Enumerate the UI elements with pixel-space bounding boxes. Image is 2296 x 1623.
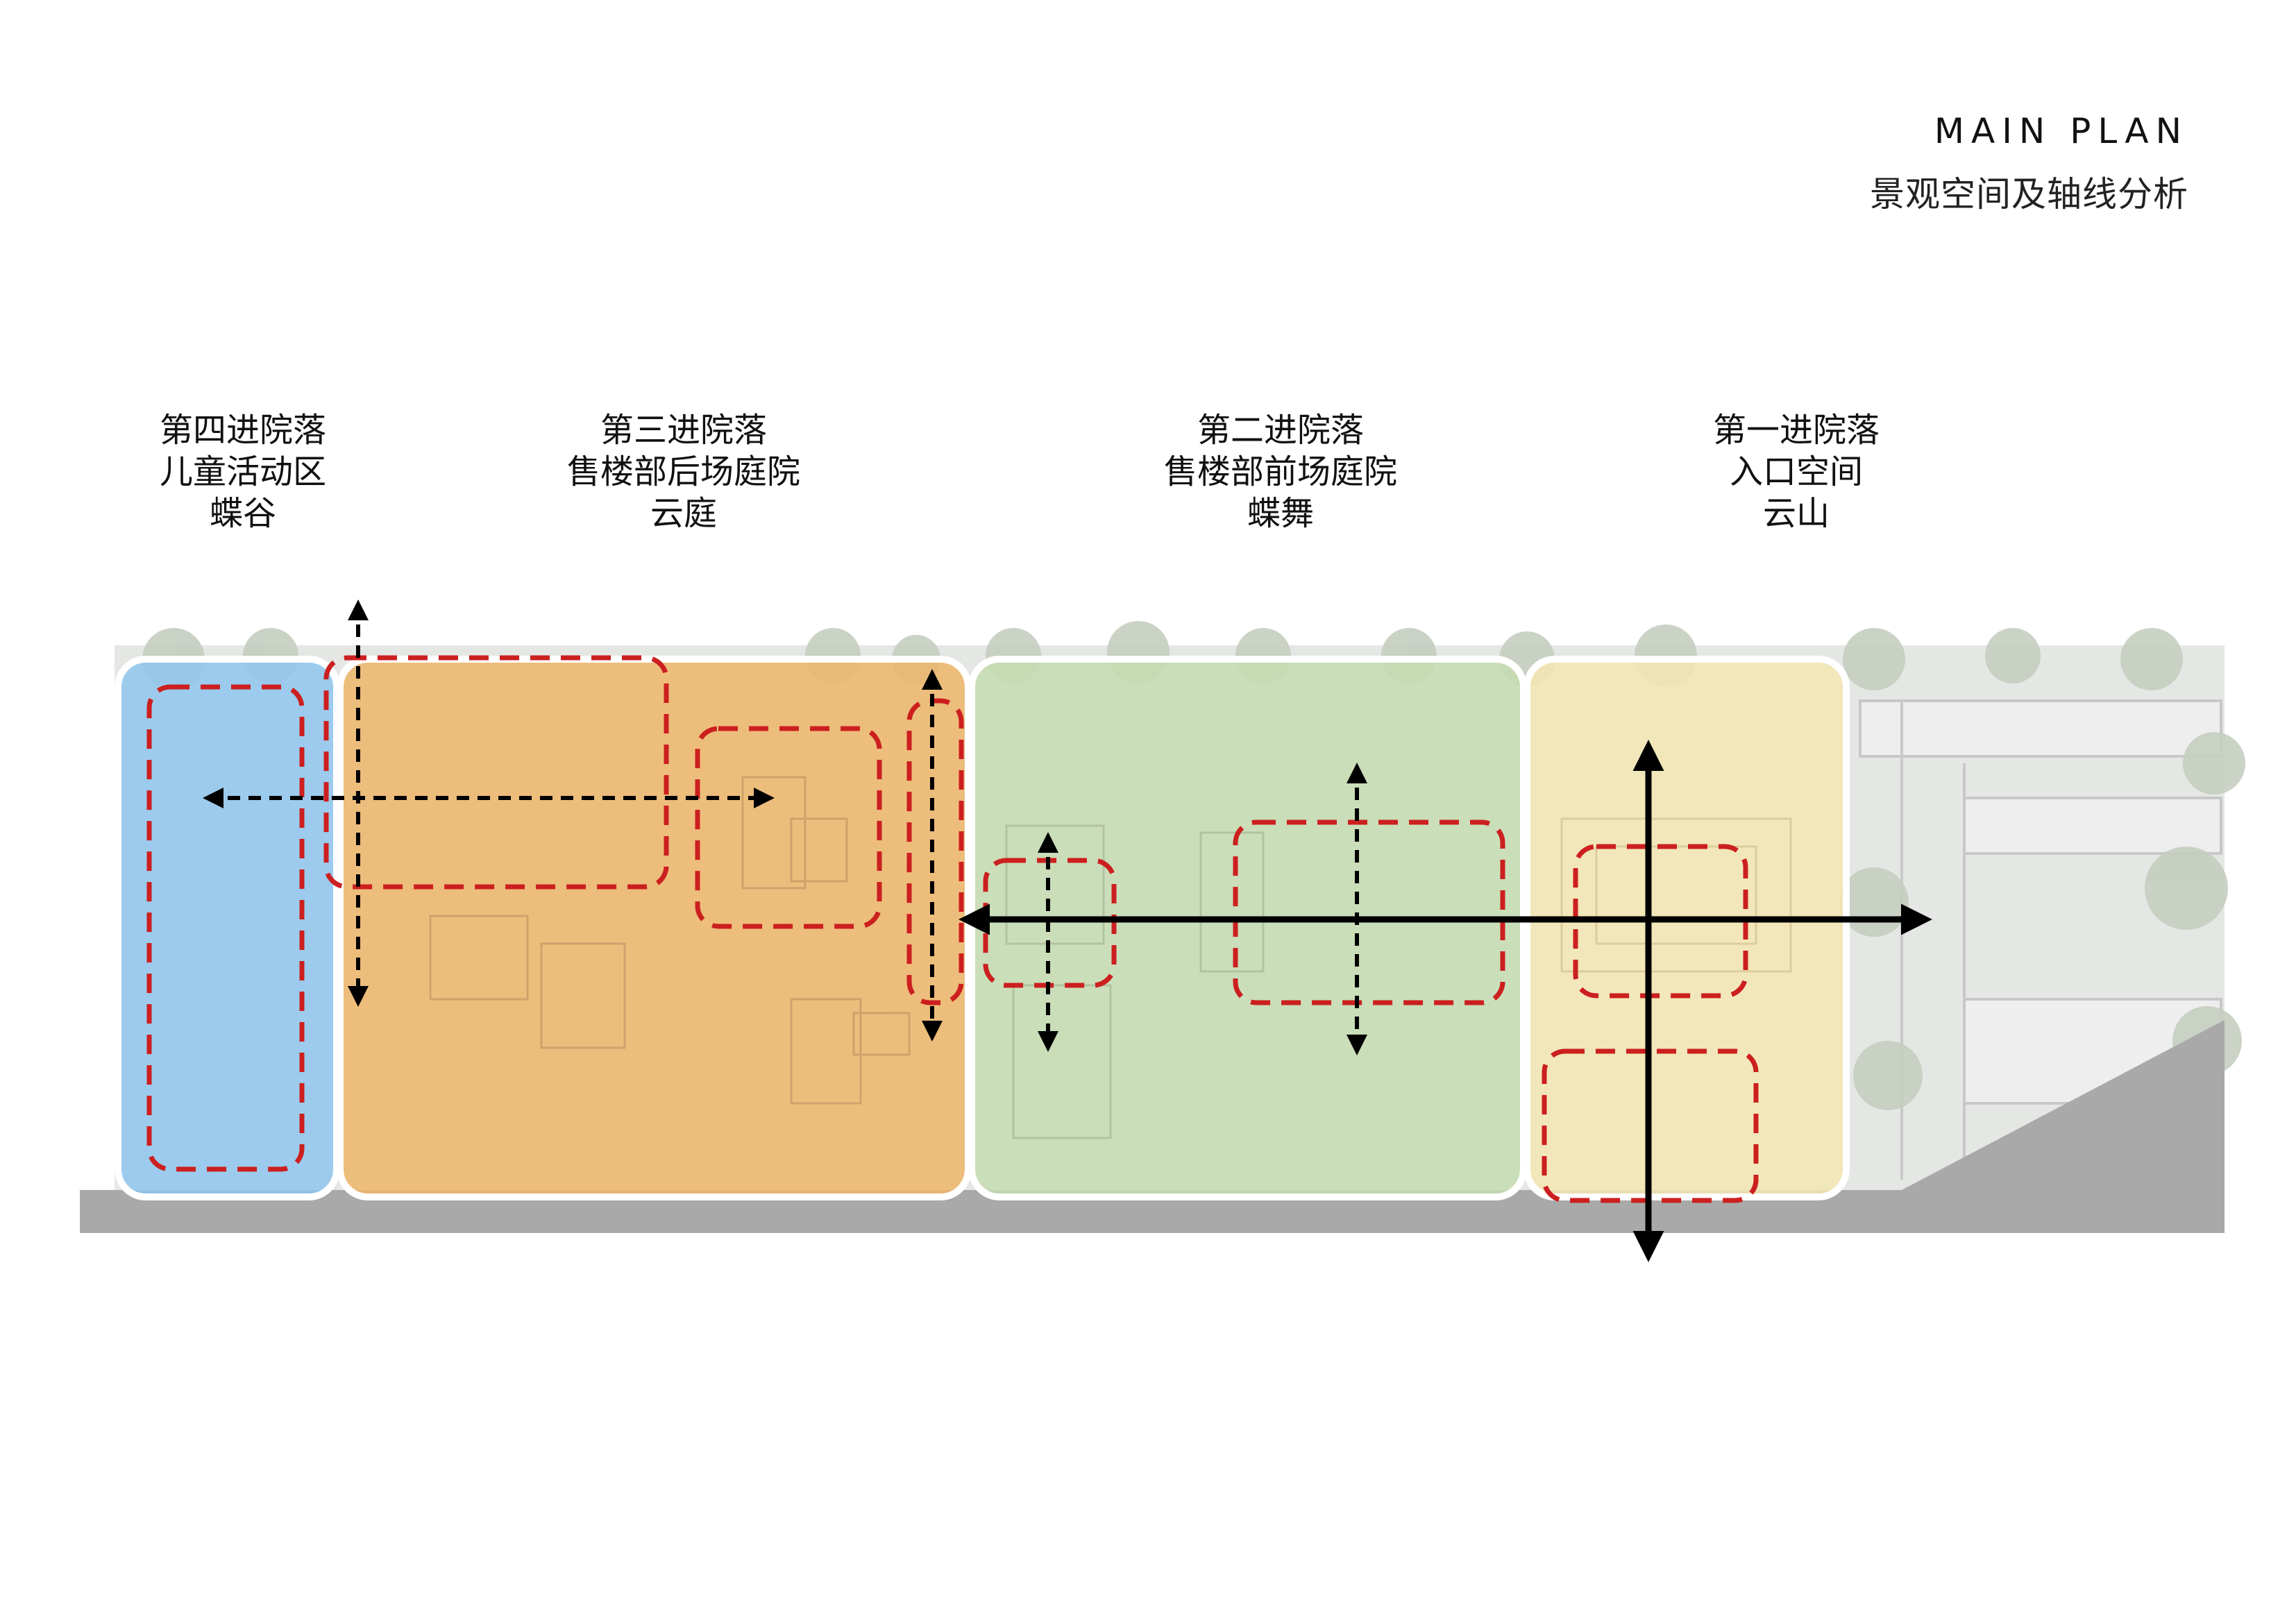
zone-2-name: 第二进院落 [1197,411,1365,450]
space-box-zone4 [146,684,305,1172]
zone-2-panel [968,656,1527,1200]
zone-2-theme: 蝶舞 [1247,494,1315,533]
zone-label-2: 第二进院落 售楼部前场庭院 蝶舞 [1164,409,1397,534]
zone-1-theme: 云山 [1762,494,1830,533]
secondary-axes [203,600,1367,1055]
road-bend [1902,1020,2225,1233]
title-main-plan: MAIN PLAN [1934,111,2188,151]
zone-1-panel [1523,656,1850,1200]
zone-4-function: 儿童活动区 [159,452,327,491]
zone-1-function: 入口空间 [1729,452,1864,491]
main-axes [959,740,1932,1262]
zone-3-panel [337,656,972,1200]
zone-label-3: 第三进院落 售楼部后场庭院 云庭 [567,409,800,534]
zone-4-name: 第四进院落 [159,411,327,450]
zone-label-1: 第一进院落 入口空间 云山 [1713,409,1880,534]
zone-2-function: 售楼部前场庭院 [1163,452,1398,491]
plan-details [429,776,1792,1139]
space-box-zone3-center [695,726,882,929]
title-analysis: 景观空间及轴线分析 [1870,174,2188,214]
zone-3-theme: 云庭 [650,494,718,533]
zone-3-name: 第三进院落 [600,411,768,450]
zone-label-4: 第四进院落 儿童活动区 蝶谷 [160,409,326,534]
zone-4-theme: 蝶谷 [209,494,277,533]
zone-3-function: 售楼部后场庭院 [566,452,801,491]
zone-1-name: 第一进院落 [1712,411,1880,450]
